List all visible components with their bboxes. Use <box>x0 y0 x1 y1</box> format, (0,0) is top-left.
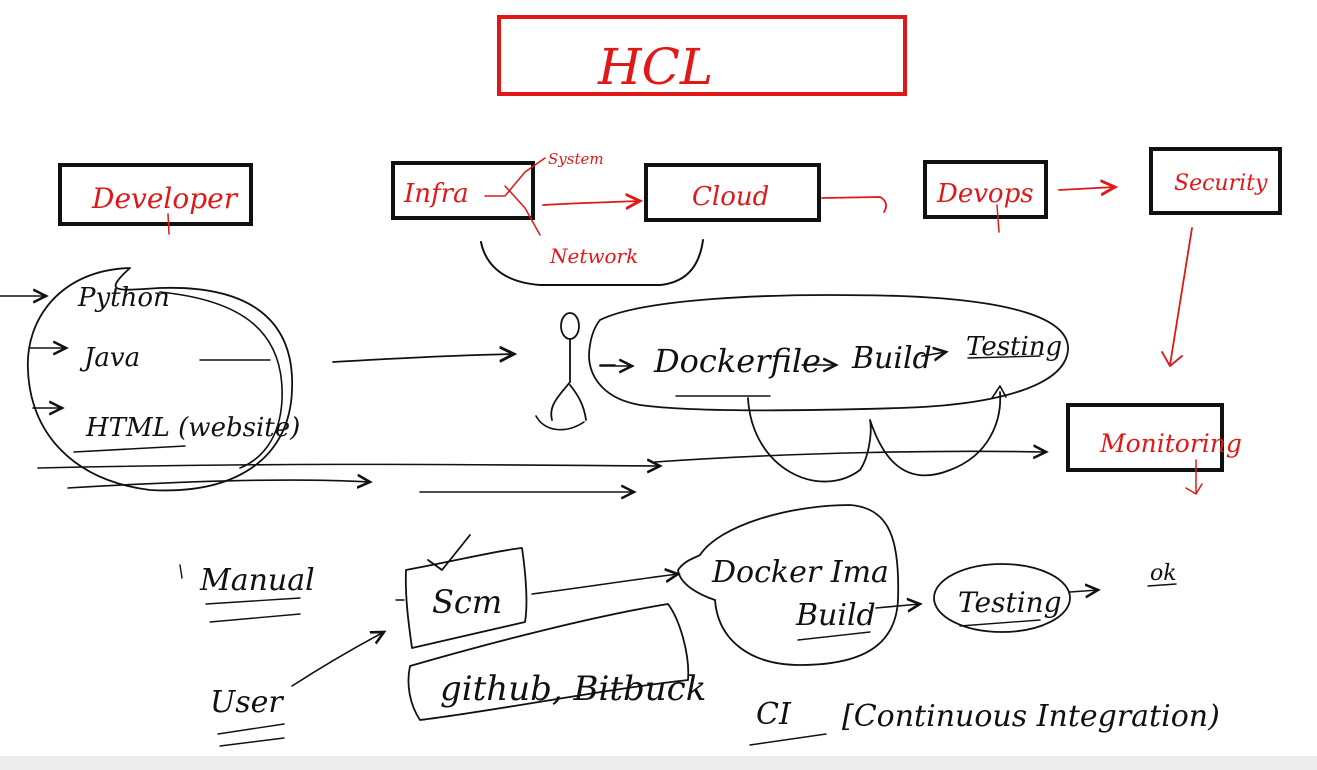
scm-label: Scm <box>432 583 502 621</box>
docker-image-box: Docker Ima Build <box>677 504 920 666</box>
ci-full: [Continuous Integration) <box>842 699 1220 734</box>
infra-network-label: Network <box>549 244 638 268</box>
title-box: HCL <box>497 15 907 96</box>
ci-abbr: CI <box>756 697 792 732</box>
arrow-cloud-devops <box>821 196 887 213</box>
pipeline-group: Dockerfile Build Testing <box>588 294 1069 483</box>
person-figure <box>535 312 587 431</box>
infra-label: Infra <box>403 179 469 209</box>
ok-label: ok <box>1150 561 1177 586</box>
devops-label: Devops <box>936 179 1034 209</box>
infra-cloud-bracket <box>480 239 704 286</box>
user-label: User <box>210 685 284 720</box>
devops-box: Devops <box>923 160 1048 233</box>
arrow-java-to-pipeline <box>332 354 514 363</box>
testing-box: Testing <box>933 563 1098 633</box>
cloud-label: Cloud <box>692 182 769 212</box>
arrow-devops-security <box>1058 187 1115 190</box>
security-box: Security <box>1149 147 1282 215</box>
infra-box: Infra System Network <box>391 150 638 268</box>
bottom-bar <box>0 756 1317 770</box>
arrow-lang-line-2 <box>67 480 370 488</box>
cloud-box: Cloud <box>644 163 821 222</box>
language-python: Python <box>77 283 170 313</box>
docker-image-line2: Build <box>795 598 876 633</box>
monitoring-box: Monitoring <box>1066 403 1242 495</box>
infra-system-label: System <box>548 150 604 168</box>
language-html: HTML (website) <box>85 413 300 443</box>
manual-label: Manual <box>199 563 315 598</box>
arrow-infra-cloud <box>542 201 640 205</box>
manual-label-group: Manual <box>179 563 315 623</box>
language-java: Java <box>79 343 140 373</box>
title-text: HCL <box>597 38 713 96</box>
ci-label-group: CI [Continuous Integration) <box>749 697 1220 746</box>
arrow-security-monitoring <box>1161 227 1193 367</box>
testing-label: Testing <box>958 586 1062 619</box>
pipeline-build: Build <box>851 341 932 376</box>
pipeline-dockerfile: Dockerfile <box>653 342 821 380</box>
scm-tools-box: github, Bitbuck <box>407 603 706 721</box>
arrow-monitoring-feedback <box>654 451 1046 463</box>
languages-group: Python Java HTML (website) <box>0 267 300 492</box>
arrow-html-to-monitoring <box>37 464 660 468</box>
developer-label: Developer <box>91 182 239 215</box>
user-label-group: User <box>210 632 384 747</box>
developer-box: Developer <box>58 163 253 235</box>
scm-box: Scm <box>395 534 678 649</box>
scm-tools-label: github, Bitbuck <box>440 669 706 709</box>
security-label: Security <box>1174 171 1268 196</box>
docker-image-line1: Docker Ima <box>711 555 889 590</box>
monitoring-label: Monitoring <box>1099 429 1242 458</box>
